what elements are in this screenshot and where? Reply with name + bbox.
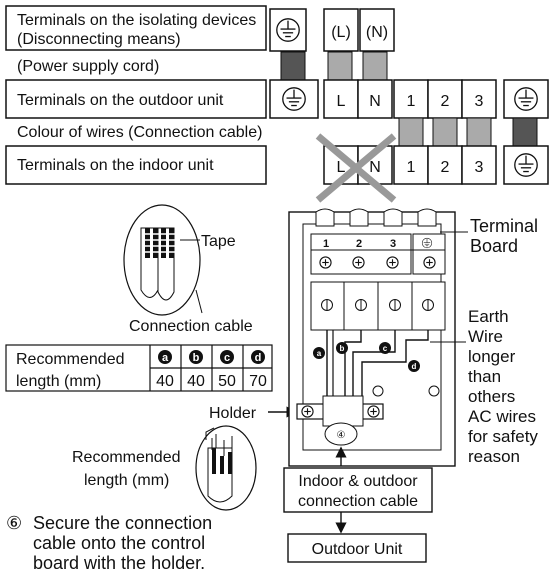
outdoor-terminal-1: 1 (407, 93, 416, 110)
power-earth-wire-swatch (280, 51, 306, 81)
indoor-terminal-3: 3 (475, 159, 484, 176)
outdoor-terminal-2: 2 (441, 93, 450, 110)
holder-number: ④ (337, 430, 346, 441)
earth-note-line5: others (468, 387, 515, 406)
length-table-label-line1: Recommended (16, 351, 125, 368)
isolating-terminal-n: (N) (366, 24, 388, 41)
svg-text:d: d (412, 362, 417, 371)
indoor-terminal-l: L (337, 159, 346, 176)
isolating-label-line2: (Disconnecting means) (17, 31, 181, 48)
outdoor-terminal-3: 3 (475, 93, 484, 110)
outdoor-terminals-row: Terminals on the outdoor unit L N 1 2 3 (5, 79, 549, 119)
indoor-terminal-1: 1 (407, 159, 416, 176)
outdoor-label: Terminals on the outdoor unit (17, 92, 224, 109)
earth-note-line4: than (468, 367, 501, 386)
cable-tape-detail (123, 204, 203, 316)
terminal-number-1: 1 (323, 238, 329, 250)
earth-note-line6: AC wires (468, 407, 536, 426)
length-key-d: d (255, 352, 262, 364)
length-table-label-line2: length (mm) (16, 373, 101, 390)
indoor-terminal-n: N (369, 159, 381, 176)
power-n-wire-swatch (362, 51, 388, 81)
screw-icon (352, 256, 365, 269)
step-line1: Secure the connection (33, 513, 212, 533)
connection-cable-box: Indoor & outdoor connection cable (283, 467, 433, 513)
outdoor-unit-label: Outdoor Unit (312, 541, 403, 558)
indoor-label: Terminals on the indoor unit (17, 157, 214, 174)
terminal-board-label-line1: Terminal (470, 216, 538, 236)
screw-icon (319, 256, 332, 269)
earth-note-line2: Wire (468, 327, 503, 346)
svg-text:b: b (340, 344, 345, 353)
earth-note-line1: Earth (468, 307, 509, 326)
terminal-board-drawing: 1 2 3 a b c d (288, 208, 456, 467)
terminal-number-3: 3 (390, 238, 396, 250)
connection-cable-label: Connection cable (129, 318, 253, 335)
isolating-terminal-l: (L) (331, 24, 351, 41)
length-key-c: c (224, 352, 230, 364)
cable-wire-3-swatch (466, 117, 492, 147)
outdoor-unit-box: Outdoor Unit (287, 533, 427, 563)
not-connected-cross-icon (315, 133, 397, 203)
cable-wire-2-swatch (432, 117, 458, 147)
screw-icon (386, 256, 399, 269)
power-cord-label: (Power supply cord) (17, 58, 159, 75)
tape-label: Tape (201, 233, 236, 250)
step-number: ⑥ (6, 513, 22, 533)
outdoor-terminal-n: N (369, 93, 381, 110)
connection-box-line1: Indoor & outdoor (298, 473, 418, 490)
length-value-c: 50 (218, 373, 236, 390)
indoor-terminals-row: Terminals on the indoor unit L N 1 2 3 (5, 133, 549, 203)
cable-earth-wire-swatch (512, 117, 538, 147)
earth-wire-note: Earth Wire longer than others AC wires f… (468, 307, 538, 466)
earth-note-line7: for safety (468, 427, 538, 446)
cable-wire-1-swatch (398, 117, 424, 147)
svg-text:a: a (317, 349, 322, 358)
length-key-a: a (162, 352, 169, 364)
screw-icon (301, 405, 314, 418)
isolating-label-line1: Terminals on the isolating devices (17, 12, 256, 29)
isolating-devices-row: Terminals on the isolating devices (Disc… (5, 5, 395, 52)
svg-text:c: c (383, 344, 388, 353)
length-table: Recommended length (mm) a b c d 40 40 50… (5, 344, 273, 392)
step-line2: cable onto the control (33, 533, 205, 553)
terminal-board-label-line2: Board (470, 236, 518, 256)
connection-box-line2: connection cable (298, 493, 418, 510)
outdoor-terminal-l: L (337, 93, 346, 110)
screw-icon (423, 256, 436, 269)
length-value-b: 40 (187, 373, 205, 390)
lower-length-label-line1: Recommended (72, 449, 181, 466)
wire-colour-label: Colour of wires (Connection cable) (17, 124, 262, 141)
terminal-number-2: 2 (356, 238, 362, 250)
earth-note-line8: reason (468, 447, 520, 466)
holder-label: Holder (209, 405, 257, 422)
length-key-b: b (193, 352, 200, 364)
step-line3: board with the holder. (33, 553, 205, 573)
power-l-wire-swatch (327, 51, 353, 81)
indoor-terminal-2: 2 (441, 159, 450, 176)
length-value-d: 70 (249, 373, 267, 390)
length-value-a: 40 (156, 373, 174, 390)
earth-note-line3: longer (468, 347, 516, 366)
cable-strip-detail (195, 425, 257, 511)
screw-icon (367, 405, 380, 418)
lower-length-label-line2: length (mm) (84, 472, 169, 489)
